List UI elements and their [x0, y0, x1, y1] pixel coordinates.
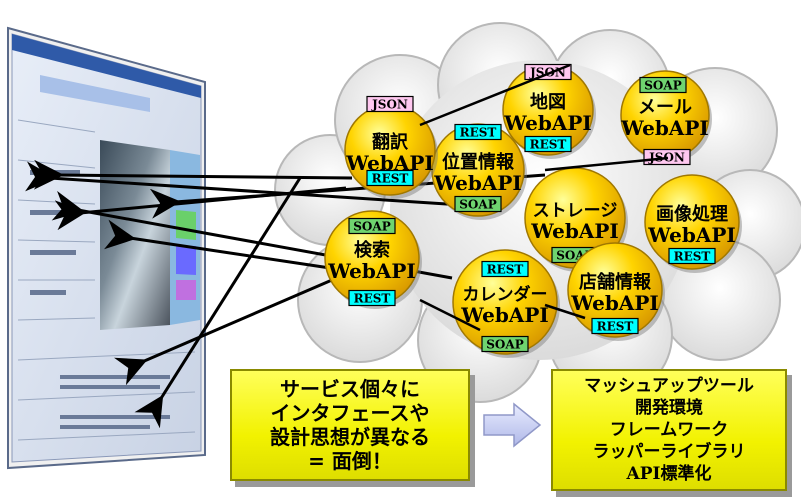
bubble-circle [452, 249, 558, 355]
connection-arrow-5 [114, 278, 333, 386]
protocol-tag-label: SOAP [459, 198, 496, 212]
solution-line-3: フレームワーク [609, 420, 729, 440]
bubble-circle [644, 174, 740, 270]
problem-line-2: インタフェースや [270, 401, 430, 425]
protocol-tag-label: SOAP [644, 79, 681, 93]
tag-connector-1 [419, 63, 571, 127]
tag-connector-2 [544, 156, 669, 172]
connection-arrow-3 [104, 219, 331, 270]
problem-line-1: サービス個々に [280, 377, 420, 401]
protocol-tag-label: REST [460, 126, 497, 140]
protocol-tag-rest: REST [668, 247, 716, 265]
protocol-tag-label: SOAP [486, 338, 523, 352]
service-bubbles: メールWebAPISOAPJSON画像処理WebAPIREST地図WebAPIJ… [324, 63, 742, 358]
protocol-tag-label: REST [597, 320, 634, 334]
service-name: カレンダー [463, 284, 548, 305]
browser-window-screenshot [7, 26, 206, 470]
protocol-tag-soap: SOAP [639, 76, 687, 94]
map-image [100, 140, 170, 330]
webapi-label: WebAPI [620, 116, 708, 140]
protocol-tag-label: JSON [371, 98, 408, 112]
protocol-tag-json: JSON [366, 95, 414, 113]
protocol-tag-soap: SOAP [348, 217, 396, 235]
problem-line-3: 設計思想が異なる [270, 425, 430, 449]
service-name: 地図 [530, 91, 566, 113]
service-name: メール [638, 97, 692, 118]
service-name: ストレージ [533, 201, 618, 221]
protocol-tag-rest: REST [591, 317, 639, 335]
protocol-tag-rest: REST [366, 169, 414, 187]
protocol-tag-soap: SOAP [481, 335, 529, 353]
solution-callout: マッシュアップツール 開発環境 フレームワーク ラッパーライブラリ API標準化 [551, 369, 787, 491]
protocol-tag-soap: SOAP [454, 195, 502, 213]
problem-line-4: = 面倒！ [308, 449, 392, 473]
service-name: 画像処理 [656, 203, 728, 225]
protocol-tag-label: REST [674, 250, 711, 264]
service-name: 店舗情報 [579, 271, 652, 293]
protocol-tag-label: REST [354, 292, 391, 306]
bubble-circle [567, 242, 663, 338]
tag-connector-4 [419, 298, 481, 332]
connection-arrow-1 [33, 159, 353, 190]
protocol-tag-label: REST [487, 263, 524, 277]
protocol-tag-rest: REST [481, 260, 529, 278]
connection-arrow-6 [134, 177, 302, 429]
solution-line-1: マッシュアップツール [584, 376, 754, 396]
service-name: 翻訳 [372, 131, 409, 153]
webapi-label: WebAPI [570, 291, 658, 315]
webapi-label: WebAPI [503, 111, 591, 135]
protocol-tag-rest: REST [524, 135, 572, 153]
webapi-label: WebAPI [647, 223, 735, 247]
service-name: 位置情報 [442, 151, 515, 173]
service-name: 検索 [354, 239, 390, 261]
webapi-label: WebAPI [327, 259, 415, 283]
protocol-tag-label: REST [530, 138, 567, 152]
solution-line-2: 開発環境 [635, 398, 703, 418]
protocol-tag-label: SOAP [353, 220, 390, 234]
protocol-tag-rest: REST [454, 123, 502, 141]
solution-line-5: API標準化 [626, 464, 712, 484]
tag-connector-3 [544, 303, 586, 320]
webapi-label: WebAPI [530, 219, 618, 243]
protocol-tag-rest: REST [348, 289, 396, 307]
problem-callout: サービス個々に インタフェースや 設計思想が異なる = 面倒！ [230, 369, 470, 481]
right-arrow-icon [483, 402, 542, 448]
solution-line-4: ラッパーライブラリ [592, 442, 746, 462]
connection-arrow-4 [25, 161, 463, 207]
webapi-label: WebAPI [460, 303, 548, 327]
protocol-tag-label: REST [372, 172, 409, 186]
webapi-label: WebAPI [433, 171, 521, 195]
